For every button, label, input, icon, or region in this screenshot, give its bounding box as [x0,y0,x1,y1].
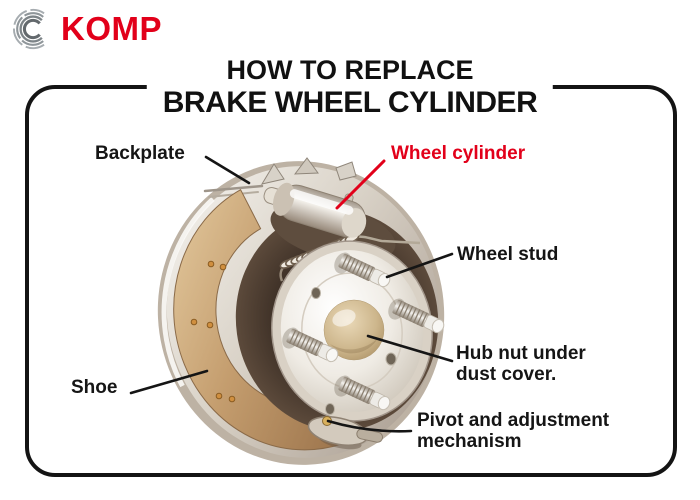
label-wheel-stud: Wheel stud [457,244,559,265]
backplate-tabs [203,157,357,198]
leader-hub-nut [366,334,454,363]
hub-hole [311,287,321,299]
brand-logo: KOMP [10,6,162,52]
shoe-rivets [190,260,236,403]
leader-wheel-cylinder [335,159,386,210]
title-line-2: BRAKE WHEEL CYLINDER [162,85,538,119]
label-backplate: Backplate [95,143,185,164]
leader-pivot [326,419,413,433]
rim-highlight [161,197,215,388]
brake-shoe-band [173,188,344,451]
leader-shoe [129,369,209,395]
page-title: HOW TO REPLACE BRAKE WHEEL CYLINDER [146,55,554,119]
leader-wheel-stud [385,252,454,279]
concentric-c-arcs-icon [13,8,45,50]
wheel-cylinder-part [263,182,367,238]
leader-lines [129,155,454,433]
hub-assembly [271,240,433,422]
hub-hole [385,352,397,366]
brand-name: KOMP [61,10,162,47]
title-line-1: HOW TO REPLACE [226,55,474,85]
label-shoe: Shoe [71,377,118,398]
label-hub-nut: Hub nut under dust cover. [456,343,586,385]
label-pivot: Pivot and adjustment mechanism [417,410,610,452]
label-wheel-cylinder: Wheel cylinder [391,143,526,164]
leader-backplate [204,155,251,185]
wheel-studs [282,252,445,411]
hub-hole [325,403,335,415]
